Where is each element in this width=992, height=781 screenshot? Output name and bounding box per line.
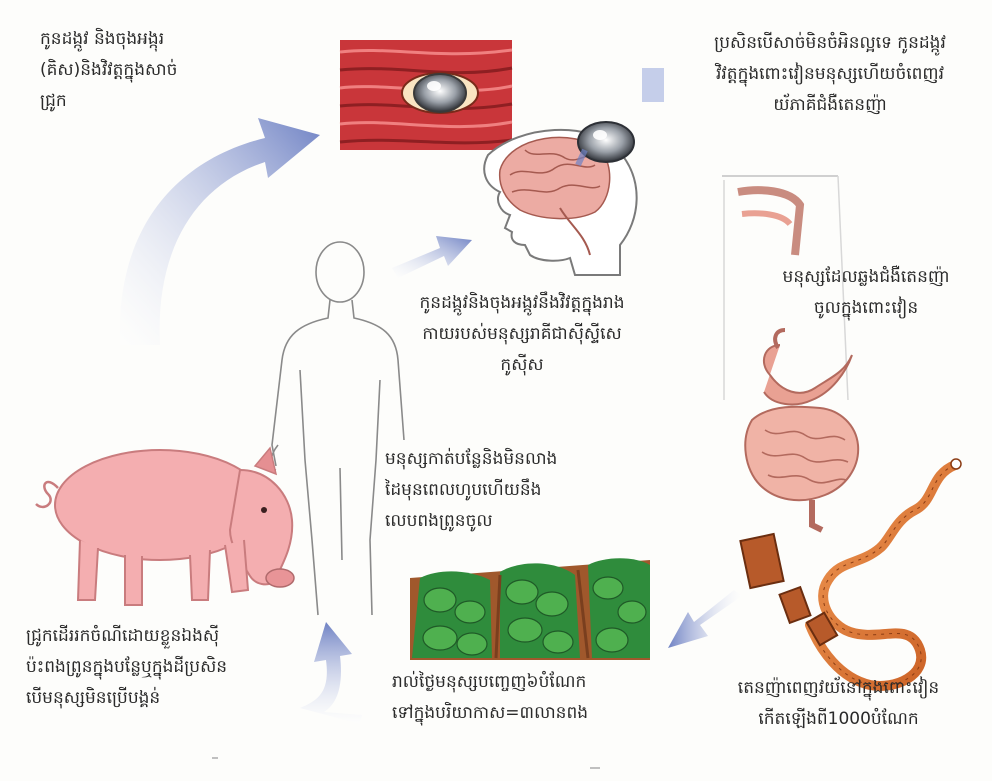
cycle-arrow-icon <box>668 590 742 648</box>
vegetable-field-icon <box>410 558 650 660</box>
caption-infected-human: មនុស្សដែលឆ្លងជំងឺតេនញ៉ា ចូលក្នុងពោះវៀន <box>756 262 976 324</box>
caption-larvae-in-body: កូនដង្កូវនិងចុងអង្កូវនឹងវិវត្តក្នុងរាង ក… <box>372 288 672 381</box>
cyst-eye-icon <box>414 74 466 112</box>
caption-tapeworm-eggs: តេនញ៉ាពេញវយ័នៅក្នុងពោះវៀន កើតឡើងពី1000បំ… <box>706 673 971 735</box>
caption-pig: ជ្រូកដើររកចំណីដោយខ្លួនឯងស៊ី ប៉ះពងព្រូនក្… <box>26 621 326 714</box>
caption-larvae-in-muscle: កូនដង្កូវ និងចុងអង្កុរ (គិស)និងវិវត្តក្ន… <box>40 24 290 117</box>
caption-no-handwash: មនុស្សកាត់បន្លែនិងមិនលាង ដៃមុនពេលហូបហើយន… <box>385 444 647 537</box>
cycle-arrow-icon <box>392 236 472 278</box>
digestive-tract-icon <box>722 176 858 530</box>
cycle-arrow-icon <box>642 68 664 102</box>
cycle-arrow-icon <box>120 118 320 345</box>
pig-icon <box>36 448 294 605</box>
caption-undercooked-meat: ប្រសិនបើសាច់មិនចំអិនល្អទេ កូនដង្កូវ វិវត… <box>680 28 980 121</box>
caption-daily-excrement: រាល់ថ្ងៃមនុស្សបញ្ចេញ៦បំណែក ទៅក្នុងបរិយាក… <box>392 667 672 729</box>
